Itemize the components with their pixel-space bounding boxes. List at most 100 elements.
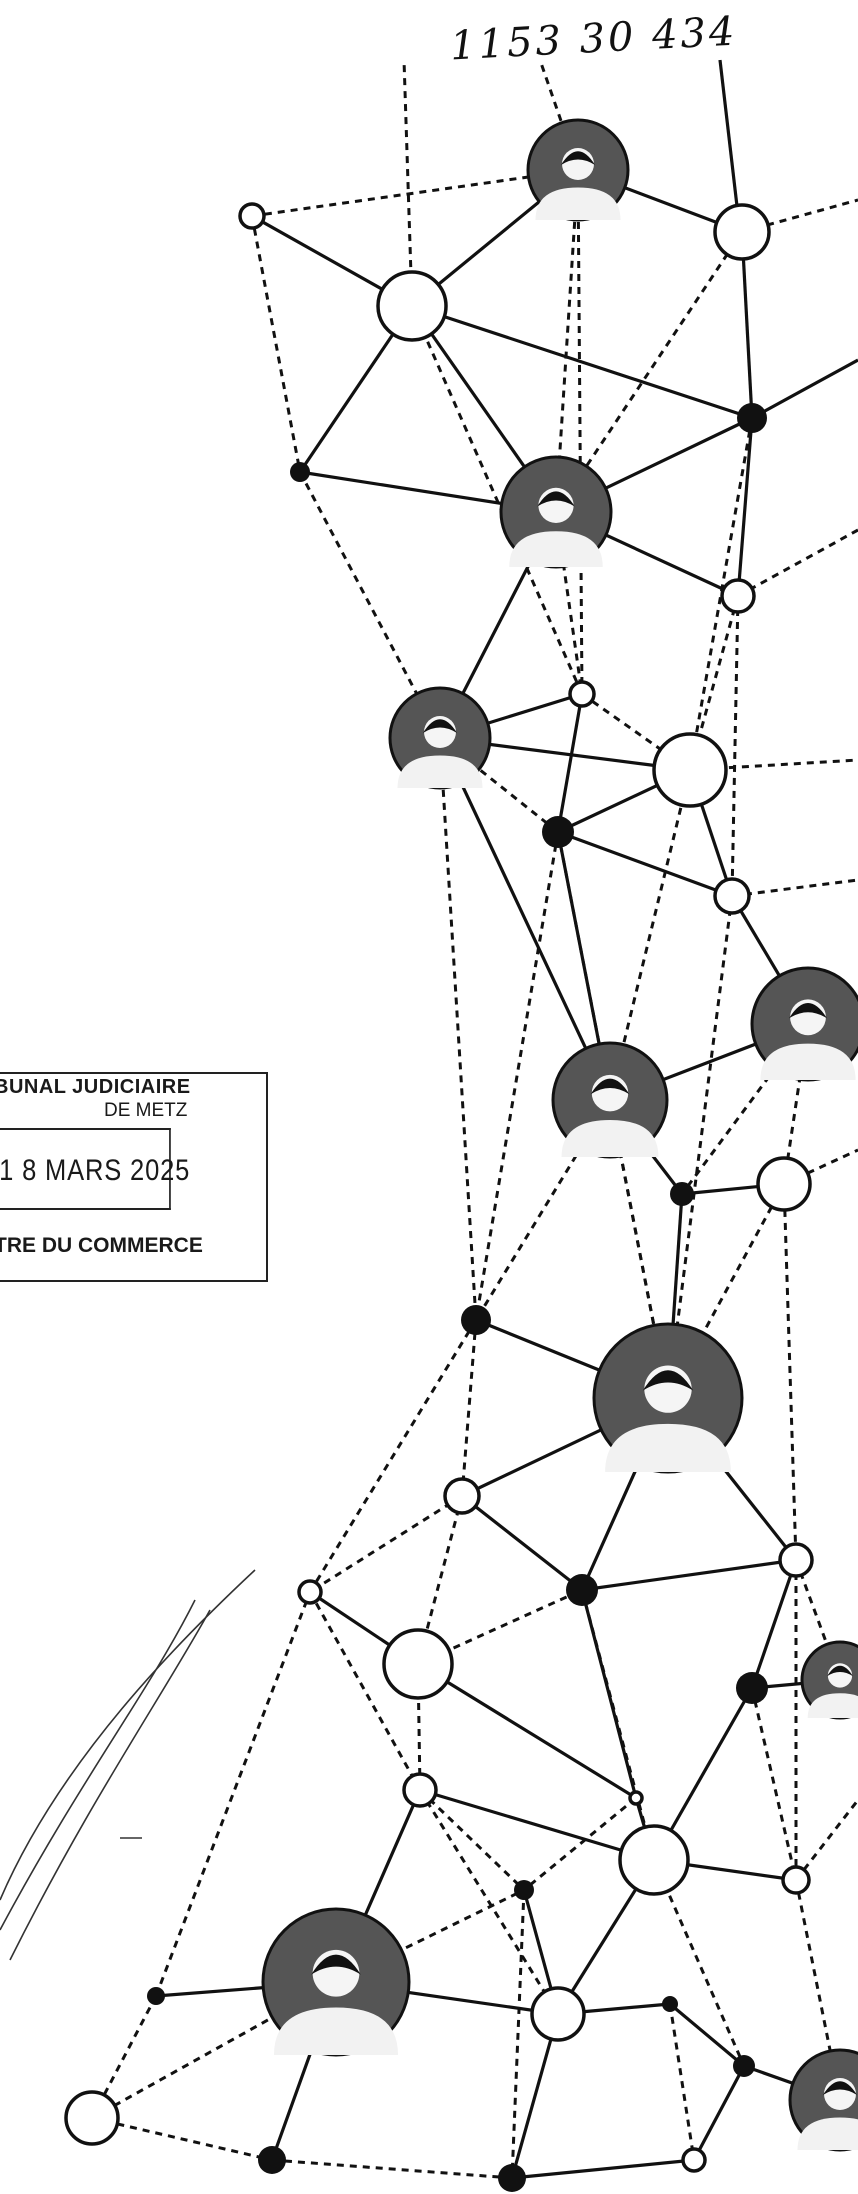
open-node-circle [713, 877, 751, 915]
filled-node-dot [290, 462, 310, 482]
network-link-dashed [308, 1319, 478, 1593]
network-link-edge [794, 1799, 858, 1881]
network-link [556, 693, 584, 833]
network-link-dashed [460, 1319, 478, 1497]
open-node-circle [568, 680, 596, 708]
network-link [417, 1662, 637, 1800]
network-link-dashed [510, 1889, 526, 2179]
open-node-circle [443, 1477, 481, 1515]
open-node-circle [64, 2090, 120, 2146]
filled-node-dot [514, 1880, 534, 1900]
open-node-circle [781, 1865, 811, 1895]
filled-node-dot [670, 1182, 694, 1206]
network-link-dashed [335, 1888, 525, 1984]
open-node-circle [652, 732, 728, 808]
person-avatar-icon [750, 966, 858, 1082]
person-avatar-icon [800, 1640, 858, 1720]
network-link-dashed [90, 1995, 158, 2119]
network-link-dashed [666, 1183, 786, 1399]
open-node-circle [681, 2147, 707, 2173]
network-link-dashed [750, 1687, 798, 1881]
person-avatar-icon [261, 1907, 411, 2057]
network-link-dashed [251, 168, 579, 218]
network-link-dashed [418, 1788, 526, 1892]
network-link-edge [718, 59, 742, 233]
network-link-dashed [91, 2116, 273, 2162]
network-link-dashed [523, 1796, 637, 1892]
network-link-dashed [308, 1591, 422, 1791]
network-link [511, 2158, 695, 2180]
open-node-circle [402, 1772, 438, 1808]
registry-stamp: BUNAL JUDICIAIRE DE METZ 1 8 MARS 2025 T… [0, 1072, 268, 1282]
scribble-curve [0, 1569, 256, 1901]
network-link-dashed [474, 831, 560, 1321]
open-node-circle [628, 1790, 644, 1806]
filled-node-dot [542, 816, 574, 848]
open-node-circle [720, 578, 756, 614]
filled-node-dot [737, 403, 767, 433]
filled-node-dot [147, 1987, 165, 2005]
filled-node-dot [498, 2164, 526, 2192]
network-link-dashed [554, 231, 744, 513]
network-link-edge [402, 59, 414, 307]
network-link [461, 1494, 583, 1592]
person-avatar-icon [788, 2048, 858, 2152]
network-link [411, 304, 753, 420]
network-link-dashed [271, 2158, 513, 2180]
stamp-city: DE METZ [104, 1100, 188, 1121]
stamp-date: 1 8 MARS 2025 [0, 1128, 189, 1210]
filled-node-dot [733, 2055, 755, 2077]
network-link [557, 830, 733, 898]
network-link [668, 2002, 746, 2068]
person-avatar-icon [592, 1322, 744, 1474]
open-node-circle [618, 1824, 690, 1896]
filled-node-dot [662, 1996, 678, 2012]
network-link-dashed [416, 1663, 422, 1791]
open-node-circle [376, 270, 448, 342]
network-link [510, 2013, 560, 2179]
network-link-dashed [554, 169, 580, 513]
network-link [581, 1558, 797, 1592]
network-link-dashed [680, 1023, 810, 1195]
network-link [692, 2065, 746, 2161]
person-avatar-icon [388, 686, 492, 790]
network-link-dashed [730, 595, 740, 897]
person-avatar-icon [526, 118, 630, 222]
network-link [750, 1559, 798, 1689]
open-node-circle [238, 202, 266, 230]
network-link-dashed [250, 215, 302, 473]
network-link-dashed [309, 1494, 463, 1594]
network-link-dashed [410, 305, 584, 695]
network-link-dashed [418, 1789, 560, 2015]
scribble-curve [9, 1609, 211, 1961]
network-link-dashed [652, 1859, 746, 2067]
network-link [740, 231, 754, 419]
stamp-court-name: BUNAL JUDICIAIRE [0, 1076, 191, 1098]
open-node-circle [382, 1628, 454, 1700]
open-node-circle [778, 1542, 814, 1578]
open-node-circle [713, 203, 771, 261]
filled-node-dot [258, 2146, 286, 2174]
network-link-dashed [608, 769, 692, 1101]
network-link-edge [737, 528, 858, 598]
network-link-edge [731, 878, 858, 898]
filled-node-dot [566, 1574, 598, 1606]
network-link-dashed [666, 895, 734, 1399]
person-avatar-icon [499, 455, 613, 569]
filled-node-dot [461, 1305, 491, 1335]
network-link-dashed [576, 169, 584, 695]
scribble-curve [0, 1599, 196, 1931]
network-link-dashed [438, 737, 478, 1321]
network-link [419, 1788, 655, 1862]
open-node-circle [756, 1156, 812, 1212]
open-node-circle [297, 1579, 323, 1605]
network-link-dashed [688, 595, 740, 771]
network-link [736, 417, 754, 597]
network-link [438, 737, 612, 1101]
network-link-edge [751, 358, 858, 420]
filled-node-dot [736, 1672, 768, 1704]
person-avatar-icon [551, 1041, 669, 1159]
open-node-circle [530, 1986, 586, 2042]
